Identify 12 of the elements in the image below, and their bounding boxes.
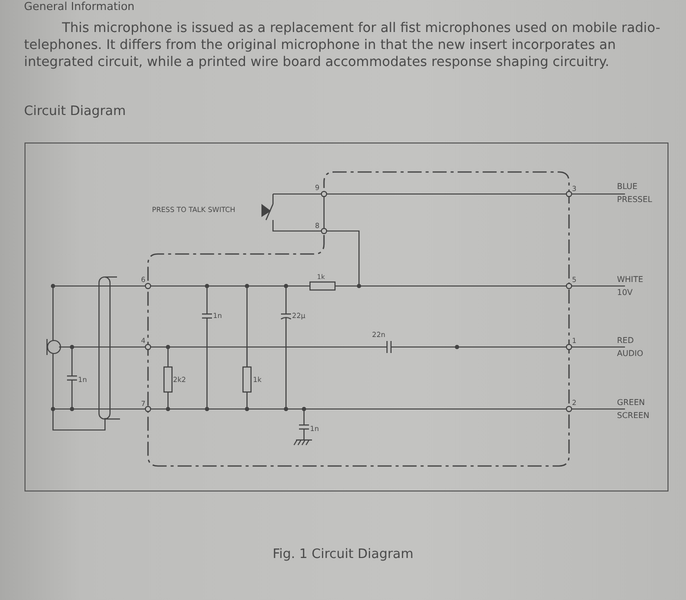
figure-caption: Fig. 1 Circuit Diagram xyxy=(272,548,414,563)
wire-colour-label: BLUE xyxy=(617,182,638,192)
section-heading: General Information xyxy=(24,1,135,14)
signal-label: SCREEN xyxy=(617,411,650,420)
section-heading: Circuit Diagram xyxy=(24,105,126,120)
wire-colour-label: RED xyxy=(617,336,634,346)
signal-label: 10V xyxy=(617,288,633,298)
wire-colour-label: GREEN xyxy=(617,398,645,408)
wire-colour-label: WHITE xyxy=(617,275,644,284)
signal-label: AUDIO xyxy=(617,349,644,358)
body-paragraph: This microphone is issued as a replacement for all fist microphones used on mobile radio-telephones. It differs from the original microphone in that the new insert incorporates an integrated circuit, while a printed wire board accommodates response shaping circuitry. xyxy=(24,20,662,71)
signal-label: PRESSEL xyxy=(617,195,652,204)
